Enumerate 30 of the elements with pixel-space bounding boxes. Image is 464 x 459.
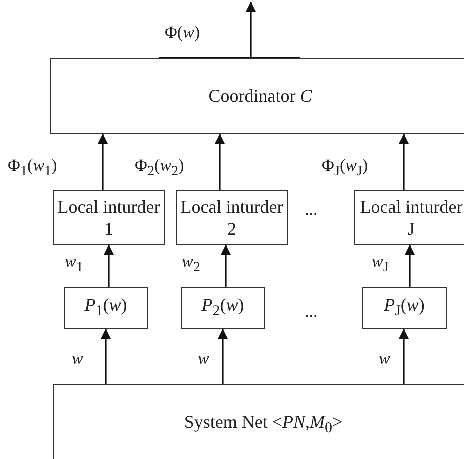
edge-label: Φ(w) [165,23,200,43]
arrow [405,245,415,287]
edge-label: w [198,349,210,369]
arrow [98,134,108,190]
edge-label: w$_{J}$ [372,252,389,278]
arrow [399,134,409,190]
process-box: P$_{2}$(w) [181,287,265,329]
arrow [218,329,228,384]
ellipsis-text: ... [305,200,318,220]
arrow [399,329,409,384]
system-box: System Net <PN,M$_{0}$> [53,384,464,459]
edge-label: Φ$_{2}$(w$_{2}$) [135,156,184,182]
coordinator-box: Coordinator C [50,58,464,134]
process-box: Local inturder 2 [176,190,288,245]
edge-label: w [379,349,390,369]
process-box: Local inturder 1 [53,190,165,245]
edge-label: w [72,349,84,369]
arrow [246,2,256,58]
process-box: P$_{J}$(w) [362,287,447,329]
process-box: Local inturder J [354,190,464,245]
arrow [215,134,225,190]
arrow [101,329,111,384]
arrow [104,245,114,287]
edge-label: w$_{1}$ [65,252,84,278]
arrow [221,245,231,287]
edge-label: Φ$_{J}$(w$_{J}$) [322,156,368,182]
edge-label: Φ$_{1}$(w$_{1}$) [8,156,58,182]
process-box: P$_{1}$(w) [64,287,148,329]
ellipsis-text: ... [305,302,318,322]
edge-label: w$_{2}$ [182,252,200,278]
